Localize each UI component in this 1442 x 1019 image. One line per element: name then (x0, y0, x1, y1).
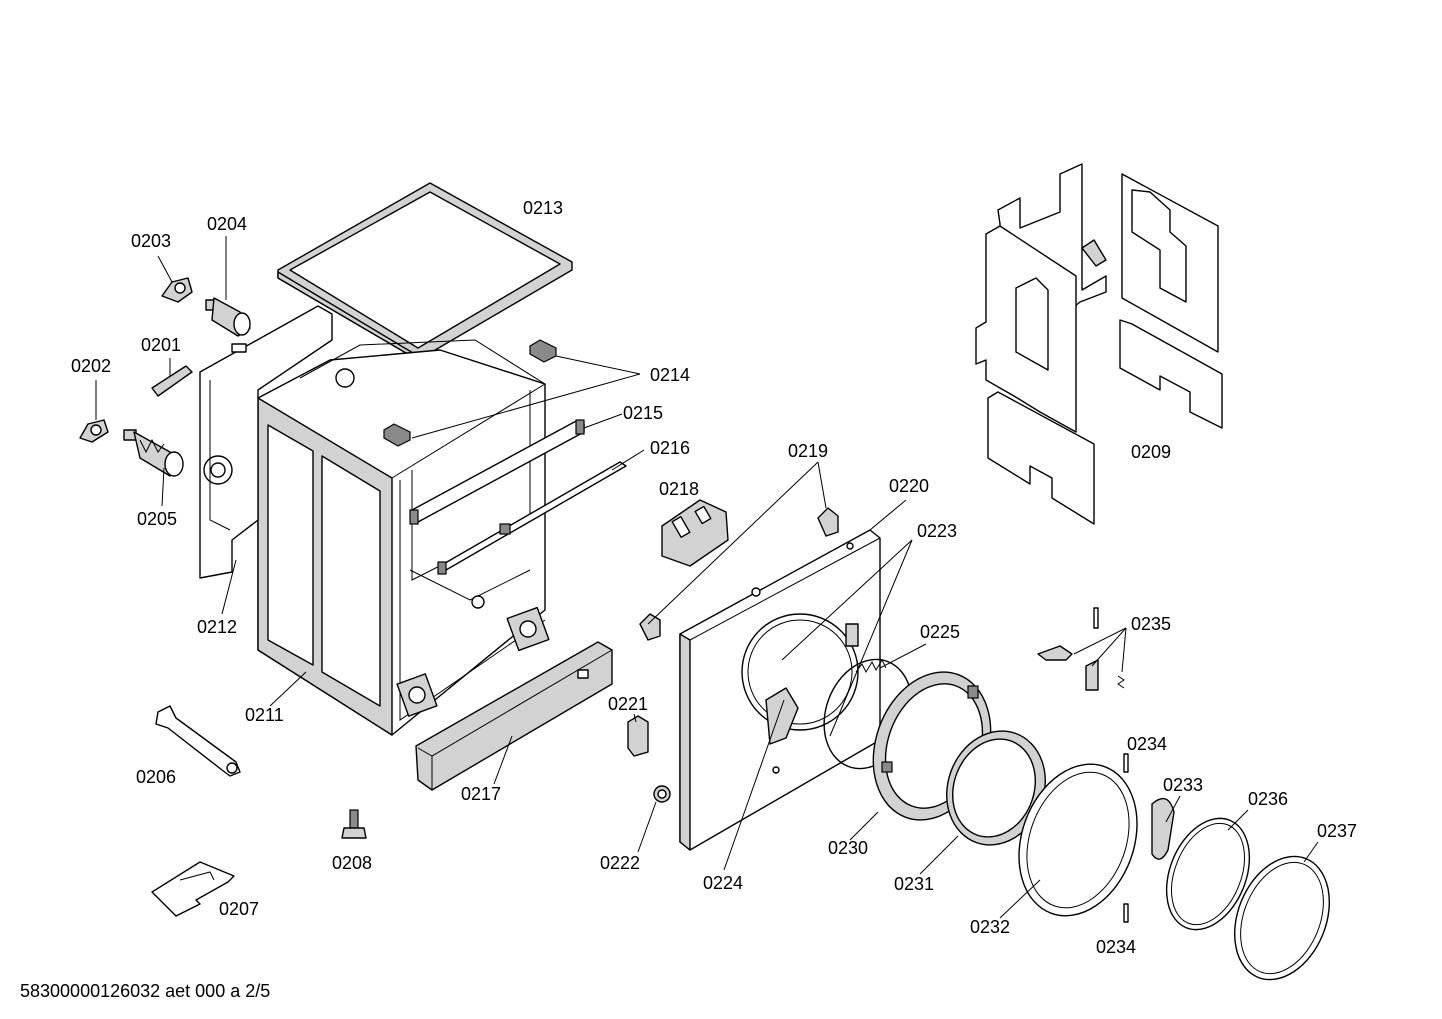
label-0212: 0212 (197, 617, 238, 637)
part-0218-door-lock (661, 499, 729, 567)
part-0212-back-panel (199, 305, 333, 579)
label-0236: 0236 (1248, 789, 1289, 809)
label-0221: 0221 (608, 694, 649, 714)
label-0224: 0224 (703, 873, 744, 893)
part-0207-plate (151, 861, 235, 917)
label-0237: 0237 (1317, 821, 1358, 841)
label-0230: 0230 (828, 838, 869, 858)
part-0209-insulation (975, 163, 1223, 525)
part-0232-outer-ring (1018, 763, 1138, 917)
part-0231-door-glass (946, 730, 1046, 846)
part-0202-cap (79, 419, 109, 443)
part-0221-hinge (627, 715, 649, 757)
label-0235: 0235 (1131, 614, 1172, 634)
part-0216-rail (437, 461, 627, 575)
part-0215-rail (409, 419, 585, 525)
part-0213-top-cover (277, 182, 573, 361)
label-0223: 0223 (917, 521, 958, 541)
label-0204: 0204 (207, 214, 248, 234)
label-0208: 0208 (332, 853, 373, 873)
part-0206-wrench (155, 705, 241, 777)
label-0233: 0233 (1163, 775, 1204, 795)
part-0233-handle (1151, 797, 1175, 860)
label-0213: 0213 (523, 198, 564, 218)
label-0211: 0211 (245, 705, 284, 725)
label-0234-bottom: 0234 (1096, 937, 1137, 957)
label-0220: 0220 (889, 476, 930, 496)
label-0225: 0225 (920, 622, 961, 642)
leader-lines (95, 236, 1319, 919)
part-0234-pins (1123, 753, 1129, 923)
label-0215: 0215 (623, 403, 664, 423)
label-0216: 0216 (650, 438, 691, 458)
label-0214: 0214 (650, 365, 691, 385)
part-0219-hinge-clip (639, 507, 839, 641)
document-id-footer: 58300000126032 aet 000 a 2/5 (20, 981, 271, 1001)
label-0231: 0231 (894, 874, 935, 894)
part-0235-hook-set (1037, 607, 1125, 691)
part-0211-cabinet (257, 339, 550, 736)
label-0202: 0202 (71, 356, 112, 376)
label-0207: 0207 (219, 899, 260, 919)
label-0234-top: 0234 (1127, 734, 1168, 754)
part-0220-front-panel (679, 529, 881, 851)
part-0217-plinth (415, 641, 613, 791)
label-0209: 0209 (1131, 442, 1172, 462)
part-0201-bracket (151, 365, 193, 397)
part-0208-foot (341, 809, 367, 839)
part-0222-plug (653, 785, 671, 803)
label-0219: 0219 (788, 441, 829, 461)
part-0203-cap (161, 277, 193, 303)
label-0232: 0232 (970, 917, 1011, 937)
label-0205: 0205 (137, 509, 178, 529)
part-0204-shock (205, 297, 251, 337)
label-0203: 0203 (131, 231, 172, 251)
label-0217: 0217 (461, 784, 502, 804)
label-0201: 0201 (141, 335, 182, 355)
label-0206: 0206 (136, 767, 177, 787)
label-0222: 0222 (600, 853, 641, 873)
part-0205-spring-damper (123, 429, 184, 477)
part-0236-ring (1165, 817, 1251, 931)
label-0218: 0218 (659, 479, 700, 499)
